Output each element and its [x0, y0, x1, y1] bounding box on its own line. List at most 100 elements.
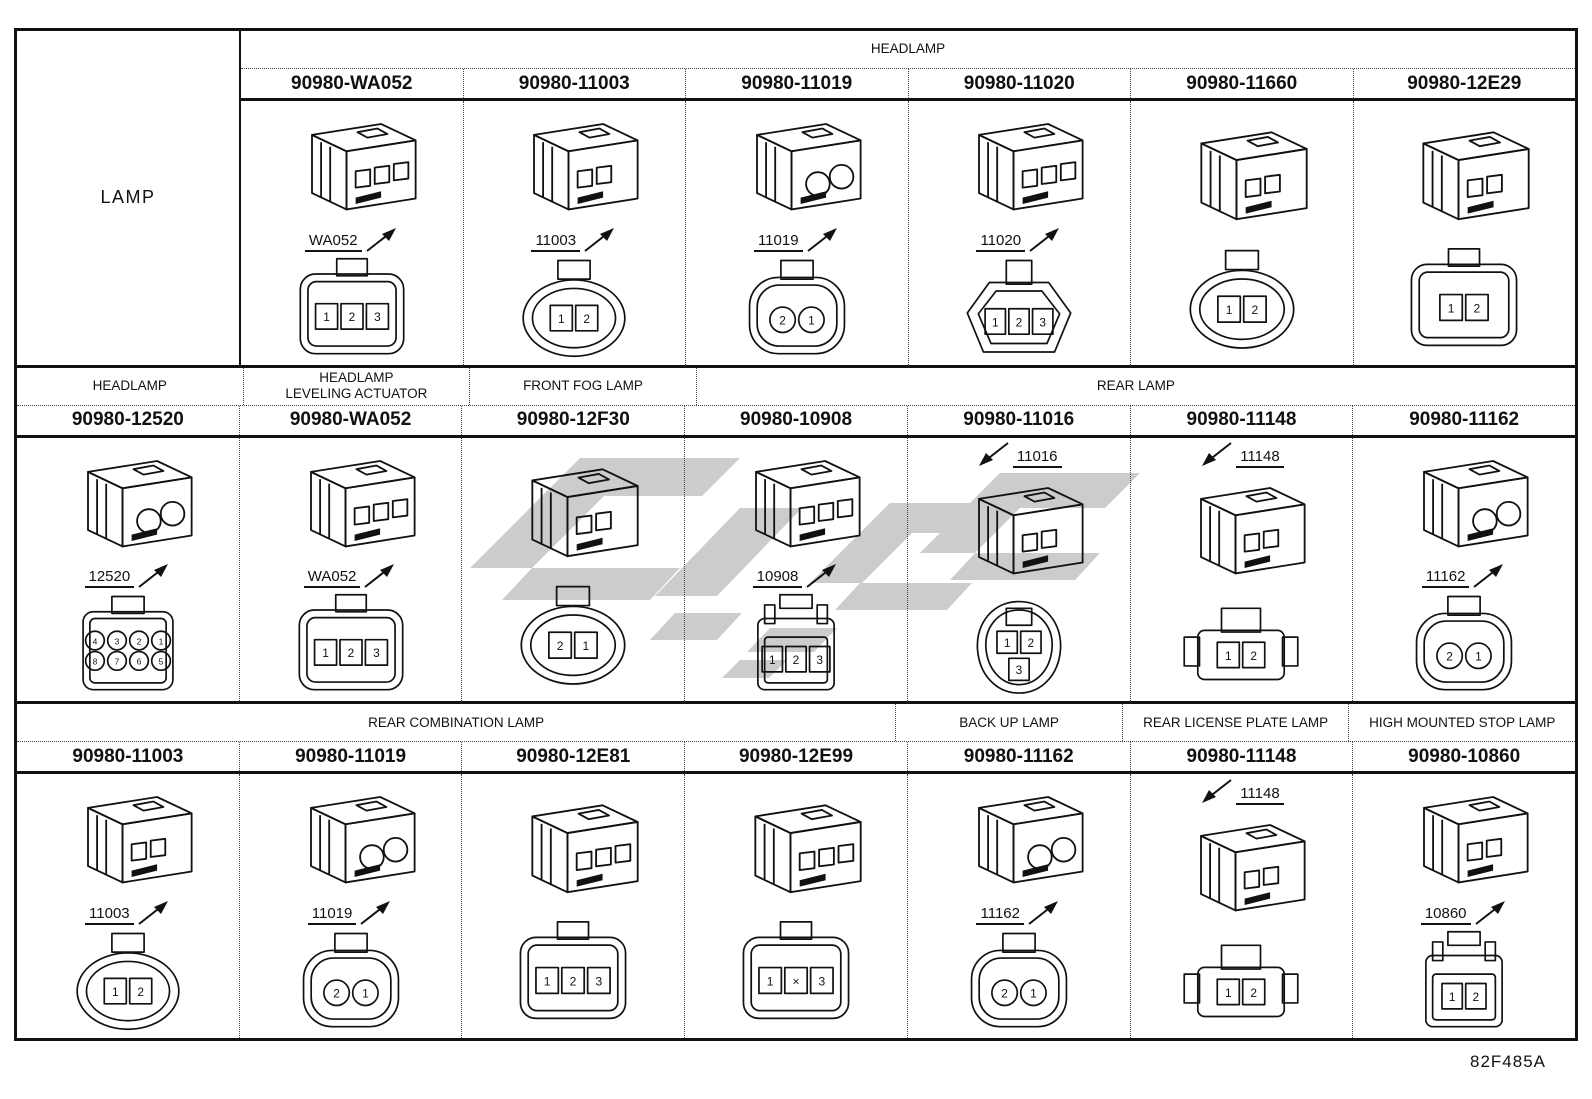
- pin-number: 2: [1251, 303, 1258, 317]
- pin-number: ×: [792, 974, 799, 988]
- callout-arrow-icon: [1474, 900, 1505, 925]
- connector-id-label-strip: [1022, 555, 1048, 569]
- connector-iso-view: [1423, 459, 1529, 548]
- part-number: 90980-10908: [684, 405, 907, 435]
- pin-number: 3: [816, 653, 823, 667]
- part-number: 90980-12F30: [461, 405, 684, 435]
- pin-number: 7: [114, 657, 119, 667]
- part-number: 90980-11020: [907, 69, 1131, 98]
- callout-label: 10860: [1420, 905, 1471, 925]
- group-header: HEADLAMP: [870, 41, 946, 57]
- callout-arrow-icon: [806, 227, 837, 252]
- connector-iso-view: [1200, 487, 1306, 575]
- callout-arrow-icon: [364, 564, 395, 588]
- pin-number: 1: [769, 653, 776, 667]
- callout: 10908: [752, 561, 840, 589]
- pin-number: 1: [1225, 649, 1232, 663]
- callout: 11162: [1421, 561, 1507, 589]
- pin-number: 8: [92, 657, 97, 667]
- part-number: 90980-WA052: [291, 72, 413, 94]
- callout: 10860: [1420, 897, 1508, 925]
- part-number: 90980-11162: [1352, 405, 1575, 435]
- pin-number: 1: [362, 986, 369, 1000]
- part-number: 90980-12E99: [684, 742, 907, 772]
- connector-iso-view: [1200, 131, 1308, 221]
- connector-id-label-strip: [1245, 200, 1272, 214]
- connector-iso-view: [309, 796, 416, 884]
- group-header-band: HEADLAMP: [241, 31, 1575, 69]
- pin-number: 2: [1251, 986, 1258, 1000]
- part-number: 90980-11003: [462, 69, 686, 98]
- part-number: 90980-11148: [1129, 405, 1353, 435]
- pin-number: 4: [92, 637, 97, 647]
- callout-arrow-icon: [1029, 227, 1060, 252]
- pin-number: 3: [819, 974, 826, 988]
- connector-iso-view: [86, 796, 193, 884]
- pin-number: 1: [808, 313, 815, 327]
- connector-id-label-strip: [131, 527, 157, 541]
- connector-id-label-strip: [354, 527, 380, 541]
- pin-number: 6: [137, 657, 142, 667]
- connector-id-label-strip: [799, 873, 826, 887]
- callout-arrow-icon: [806, 564, 837, 588]
- pin-number: 1: [544, 974, 551, 988]
- connector-cell: 1 × 3: [684, 774, 907, 1039]
- connector-id-label-strip: [1467, 200, 1494, 214]
- pin-number: 1: [1004, 636, 1011, 650]
- pin-number: 2: [779, 313, 786, 327]
- callout: 11003: [531, 224, 617, 252]
- callout-label: 11019: [753, 232, 803, 252]
- connector-iso-view: [533, 123, 639, 211]
- callout: 11019: [753, 224, 840, 252]
- page-code: 82F485A: [1470, 1052, 1546, 1071]
- pin-number: 5: [159, 657, 164, 667]
- connector-iso-view: [309, 459, 416, 548]
- pin-number: 3: [373, 646, 380, 660]
- callout: 12520: [84, 561, 172, 589]
- callout-label: WA052: [303, 568, 361, 589]
- callout-arrow-icon: [138, 564, 169, 588]
- connector-id-label-strip: [1467, 527, 1494, 541]
- pin-number: 3: [374, 310, 381, 324]
- callout-label: 11162: [1421, 568, 1470, 589]
- connector-iso-view: [754, 804, 862, 894]
- part-number: 90980-12520: [71, 409, 184, 431]
- connector-id-label-strip: [576, 537, 603, 551]
- callout-label: 11003: [85, 905, 134, 925]
- pin-number: 1: [767, 974, 774, 988]
- part-number: 90980-11162: [906, 742, 1130, 772]
- connector-id-label-strip: [355, 191, 381, 204]
- callout-label: 11162: [976, 905, 1024, 925]
- pin-number: 2: [1027, 636, 1034, 650]
- connector-id-label-strip: [1022, 864, 1048, 878]
- pin-number: 1: [992, 315, 999, 329]
- pin-number: 1: [1225, 303, 1232, 317]
- connector-iso-view: [1422, 131, 1530, 221]
- pin-number: 2: [1473, 990, 1480, 1004]
- callout: WA052: [304, 224, 399, 252]
- group-header: REAR COMBINATION LAMP: [368, 714, 545, 730]
- group-header: REAR LAMP: [695, 367, 1575, 405]
- connector-id-label-strip: [1245, 892, 1271, 905]
